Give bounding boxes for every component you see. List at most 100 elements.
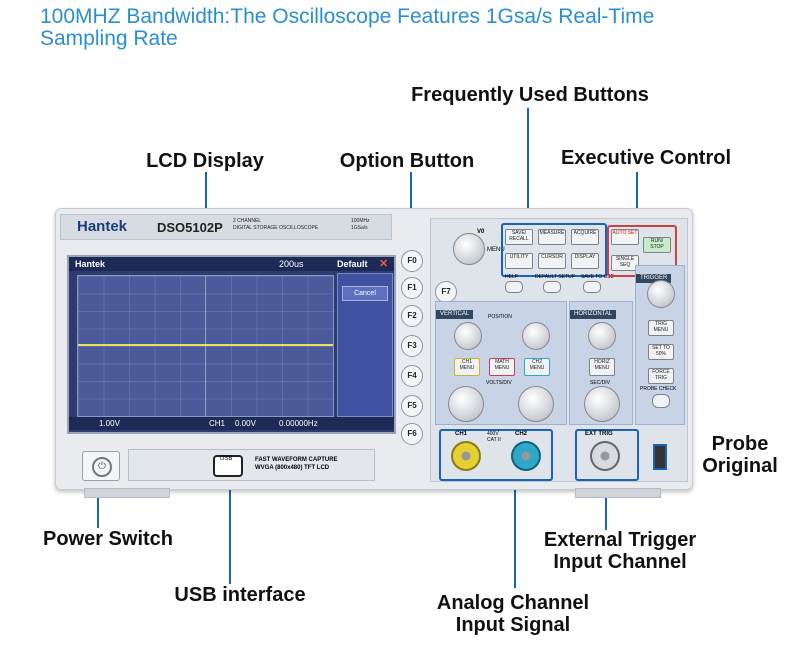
- subtitle-line1: 2 CHANNEL: [233, 218, 262, 224]
- acquire-button[interactable]: ACQUIRE: [571, 229, 599, 245]
- ch1-volts-div-knob[interactable]: [448, 386, 484, 422]
- f3-button[interactable]: F3: [401, 335, 423, 357]
- usb-port[interactable]: USB: [213, 455, 243, 477]
- ext-trig-group: [575, 429, 639, 481]
- f7-button[interactable]: F7: [435, 281, 457, 303]
- run-stop-button[interactable]: RUN/ STOP: [643, 237, 671, 253]
- vertical-title: VERTICAL: [436, 310, 474, 319]
- f0-button[interactable]: F0: [401, 250, 423, 272]
- measure-button[interactable]: MEASURE: [538, 229, 566, 245]
- ch2-menu-button[interactable]: CH2 MENU: [524, 358, 550, 376]
- probe-line2: Original: [702, 455, 778, 477]
- ch1-input-label: CH1: [455, 431, 468, 437]
- auto-set-button[interactable]: AUTO SET: [611, 229, 639, 245]
- ch1-menu-button[interactable]: CH1 MENU: [454, 358, 480, 376]
- cancel-softkey[interactable]: Cancel: [342, 286, 388, 301]
- vertical-position-label: POSITION: [488, 314, 512, 320]
- trig-channel: CH1: [209, 419, 226, 428]
- brand-label: Hantek: [77, 218, 128, 235]
- ext-trig-label: EXT TRIG: [585, 431, 613, 437]
- help-button[interactable]: [505, 281, 523, 293]
- volts-div-label: VOLTS/DIV: [486, 380, 512, 386]
- headline: 100MHZ Bandwidth:The Oscilloscope Featur…: [40, 6, 760, 50]
- horizontal-title: HORIZONTAL: [570, 310, 617, 319]
- default-setup-label: DEFAULT SETUP: [535, 274, 576, 280]
- callout-external-trigger: External Trigger Input Channel: [520, 529, 720, 573]
- callout-probe-original: Probe Original: [686, 433, 794, 477]
- external-trigger-line2: Input Channel: [553, 551, 687, 573]
- cursor-button[interactable]: CURSOR: [538, 253, 566, 269]
- usb-text-line2: WVGA (800x480) TFT LCD: [255, 465, 330, 471]
- force-trig-button[interactable]: FORCE TRIG: [648, 368, 674, 384]
- trigger-level-knob[interactable]: [647, 280, 675, 308]
- probe-line1: Probe: [711, 433, 769, 455]
- save-to-usb-button[interactable]: [583, 281, 601, 293]
- ch2-input-label: CH2: [515, 431, 528, 437]
- default-setup-button[interactable]: [543, 281, 561, 293]
- leader-frequently-used: [527, 108, 529, 226]
- ext-trig-bnc-connector[interactable]: [590, 441, 620, 471]
- usb-panel: USB FAST WAVEFORM CAPTURE WVGA (800x480)…: [128, 449, 375, 481]
- model-label: DSO5102P: [157, 220, 223, 235]
- ch2-volts-div-knob[interactable]: [518, 386, 554, 422]
- headline-line1: 100MHZ Bandwidth:The Oscilloscope Featur…: [40, 5, 655, 28]
- trigger-section: TRIGGER TRIG MENU SET TO 50% FORCE TRIG …: [635, 265, 685, 425]
- power-icon: ⏻: [92, 457, 112, 477]
- usb-panel-text: FAST WAVEFORM CAPTURE WVGA (800x480) TFT…: [255, 456, 338, 472]
- horiz-menu-button[interactable]: HORIZ MENU: [589, 358, 615, 376]
- device-subtitle: 2 CHANNEL DIGITAL STORAGE OSCILLOSCOPE: [233, 218, 318, 232]
- trig-menu-button[interactable]: TRIG MENU: [648, 320, 674, 336]
- v0-label: V0: [477, 229, 485, 235]
- analog-line1: Analog Channel: [436, 592, 590, 614]
- ch1-bnc-connector[interactable]: [451, 441, 481, 471]
- model-strip: Hantek DSO5102P 2 CHANNEL DIGITAL STORAG…: [60, 214, 392, 240]
- analog-inputs-group: [439, 429, 553, 481]
- screen-menu-panel: Cancel: [337, 273, 393, 417]
- ch2-bnc-connector[interactable]: [511, 441, 541, 471]
- external-trigger-line1: External Trigger: [543, 529, 697, 551]
- ch2-position-knob[interactable]: [522, 322, 550, 350]
- screen-default: Default: [337, 259, 368, 269]
- foot-right: [575, 488, 661, 498]
- lcd-screen: Hantek 200us Default ✕ Cancel 1.00V CH1 …: [67, 255, 396, 434]
- v0-knob[interactable]: [453, 233, 485, 265]
- leader-power-switch: [97, 468, 99, 528]
- leader-analog: [514, 458, 516, 588]
- frequent-buttons-group: [501, 223, 607, 277]
- math-menu-button[interactable]: MATH MENU: [489, 358, 515, 376]
- f4-button[interactable]: F4: [401, 365, 423, 387]
- set-to-50-button[interactable]: SET TO 50%: [648, 344, 674, 360]
- callout-usb-interface: USB interface: [174, 584, 306, 606]
- f6-button[interactable]: F6: [401, 423, 423, 445]
- single-seq-button[interactable]: SINGLE SEQ: [611, 255, 639, 271]
- f1-button[interactable]: F1: [401, 277, 423, 299]
- close-icon: ✕: [379, 258, 389, 270]
- menu-label: MENU: [487, 247, 505, 253]
- waveform-grid: [77, 275, 334, 417]
- callout-lcd-display: LCD Display: [146, 150, 264, 172]
- trig-level: 0.00V: [235, 419, 256, 428]
- utility-button[interactable]: UTILITY: [505, 253, 533, 269]
- f5-button[interactable]: F5: [401, 395, 423, 417]
- center-line: [205, 276, 206, 416]
- sec-div-label: SEC/DIV: [590, 380, 611, 386]
- trigger-title: TRIGGER: [636, 274, 672, 283]
- horizontal-section: HORIZONTAL HORIZ MENU SEC/DIV: [569, 301, 633, 425]
- spec-line1: 100MHz: [351, 218, 370, 224]
- display-button[interactable]: DISPLAY: [571, 253, 599, 269]
- callout-executive-control: Executive Control: [560, 147, 732, 169]
- power-switch[interactable]: ⏻: [82, 451, 120, 481]
- probe-compensation-terminal[interactable]: [653, 444, 667, 470]
- help-label: HELP: [505, 274, 519, 280]
- callout-analog-channel: Analog Channel Input Signal: [413, 592, 613, 636]
- cat-rating-label: 400V CAT II: [487, 431, 501, 443]
- probe-check-button[interactable]: [652, 394, 670, 408]
- screen-brand: Hantek: [75, 259, 106, 269]
- ch1-position-knob[interactable]: [454, 322, 482, 350]
- f2-button[interactable]: F2: [401, 305, 423, 327]
- analog-line2: Input Signal: [455, 614, 571, 636]
- horizontal-position-knob[interactable]: [588, 322, 616, 350]
- headline-line2: Sampling Rate: [40, 27, 178, 50]
- save-recall-button[interactable]: SAVE/ RECALL: [505, 229, 533, 245]
- sec-div-knob[interactable]: [584, 386, 620, 422]
